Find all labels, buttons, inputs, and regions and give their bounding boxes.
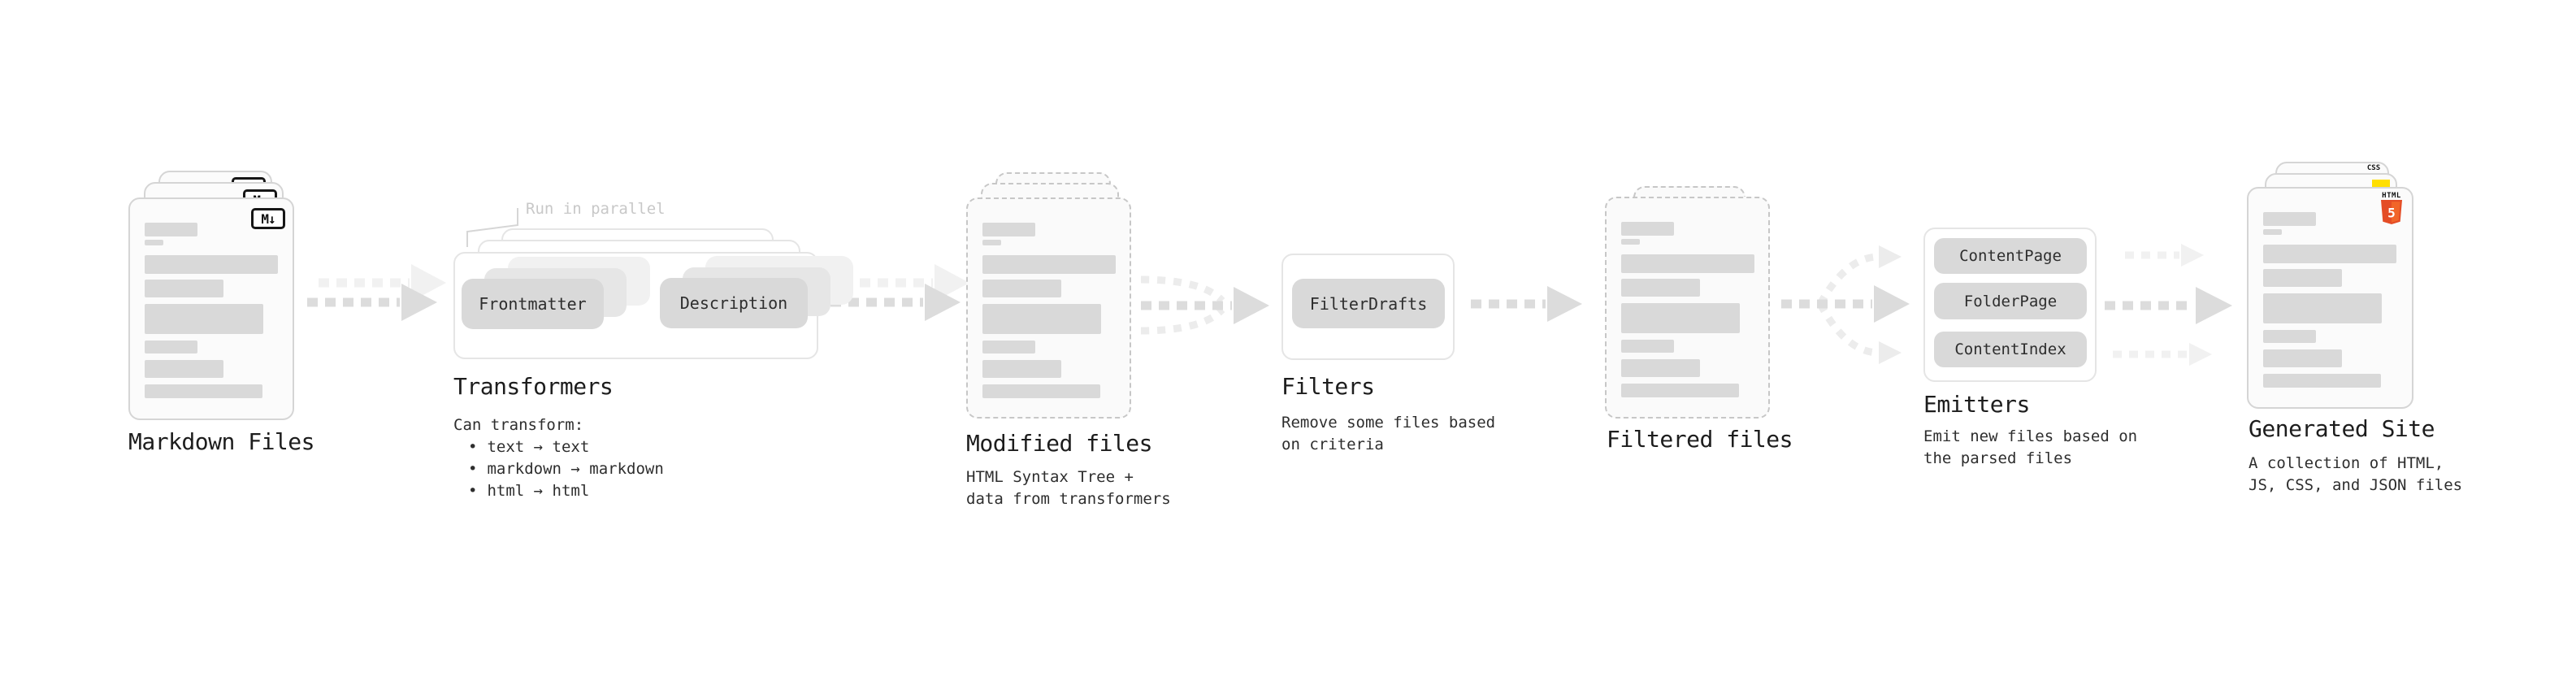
text-line-bar — [982, 240, 1001, 245]
text-line-bar — [1621, 384, 1739, 397]
text-line-bar — [1621, 359, 1700, 377]
filtered-document-front — [1605, 197, 1770, 419]
filters-description: Remove some files based on criteria — [1281, 412, 1495, 456]
bullet-item: • text → text — [453, 436, 664, 458]
flow-arrow-filters-to-filtered — [1471, 286, 1582, 322]
filterdrafts-pill-label: FilterDrafts — [1309, 293, 1428, 314]
desc-line: on criteria — [1281, 436, 1384, 453]
text-line-bar — [145, 360, 223, 378]
html5-icon: HTML 5 — [2380, 192, 2403, 228]
text-line-bar — [982, 384, 1100, 398]
bullet-dot: • — [468, 460, 478, 478]
text-line-bar — [2263, 212, 2316, 226]
markdown-icon: M↓ — [251, 208, 285, 229]
flow-arrow-filtered-to-emitters — [1781, 245, 1910, 364]
generated-site-description: A collection of HTML, JS, CSS, and JSON … — [2249, 453, 2462, 497]
desc-line: the parsed files — [1923, 449, 2073, 467]
bullet-text: html → html — [487, 482, 590, 500]
document-text-placeholder — [2249, 189, 2412, 407]
desc-line: A collection of HTML, — [2249, 454, 2444, 472]
html5-shield-number: 5 — [2387, 206, 2396, 221]
text-line-bar — [1621, 340, 1674, 353]
text-line-bar — [1621, 239, 1640, 245]
text-line-bar — [1621, 279, 1700, 297]
document-text-placeholder — [130, 199, 293, 419]
folderpage-pill-label: FolderPage — [1963, 292, 2058, 310]
text-line-bar — [145, 223, 197, 236]
bullet-dot: • — [468, 482, 478, 500]
text-line-bar — [1621, 222, 1674, 236]
frontmatter-pill-label: Frontmatter — [479, 294, 587, 314]
text-line-bar — [2263, 330, 2316, 343]
document-text-placeholder — [968, 199, 1130, 417]
desc-line: Emit new files based on — [1923, 427, 2138, 445]
contentpage-pill-label: ContentPage — [1959, 247, 2062, 265]
bullet-text: markdown → markdown — [487, 460, 664, 478]
html5-icon-label: HTML — [2382, 192, 2401, 200]
text-line-bar — [2263, 229, 2282, 235]
text-line-bar — [2263, 245, 2396, 263]
text-line-bar — [982, 360, 1061, 378]
run-in-parallel-connector-line — [466, 208, 518, 247]
flow-arrow-transformers-to-modified — [830, 264, 969, 321]
flow-arrow-modified-to-filters — [1140, 275, 1269, 335]
text-line-bar — [2263, 293, 2382, 323]
transformers-description: Can transform: • text → text • markdown → … — [453, 414, 664, 502]
markdown-document-front: M↓ — [128, 197, 294, 420]
css-icon-label: CSS — [2366, 164, 2381, 172]
description-pill-label: Description — [679, 293, 788, 313]
frontmatter-pill: Frontmatter — [462, 279, 604, 329]
stage-title-emitters: Emitters — [1923, 391, 2030, 418]
stage-title-generated-site: Generated Site — [2249, 415, 2435, 442]
text-line-bar — [145, 340, 197, 354]
text-line-bar — [982, 255, 1116, 274]
emitters-frame: ContentPage FolderPage ContentIndex — [1923, 228, 2097, 382]
stage-title-transformers: Transformers — [453, 373, 614, 400]
text-line-bar — [2263, 269, 2342, 287]
contentpage-pill: ContentPage — [1934, 238, 2087, 274]
markdown-icon-label: M↓ — [261, 210, 275, 227]
text-line-bar — [145, 280, 223, 297]
contentindex-pill: ContentIndex — [1934, 332, 2087, 367]
bullet-item: • html → html — [453, 480, 664, 502]
contentindex-pill-label: ContentIndex — [1954, 340, 2066, 358]
modified-document-front — [966, 197, 1131, 419]
text-line-bar — [1621, 254, 1754, 273]
stage-title-filters: Filters — [1281, 373, 1375, 400]
desc-line: Remove some files based — [1281, 414, 1496, 432]
generated-document-html: HTML 5 — [2247, 187, 2413, 409]
text-line-bar — [145, 255, 278, 274]
folderpage-pill: FolderPage — [1934, 283, 2087, 319]
description-pill: Description — [660, 278, 808, 328]
filters-frame: FilterDrafts — [1281, 254, 1455, 360]
text-line-bar — [2263, 374, 2381, 388]
filterdrafts-pill: FilterDrafts — [1292, 279, 1445, 328]
text-line-bar — [982, 340, 1035, 354]
text-line-bar — [982, 280, 1061, 297]
stage-title-filtered-files: Filtered files — [1607, 426, 1793, 453]
run-in-parallel-note: Run in parallel — [526, 200, 666, 218]
desc-line: HTML Syntax Tree + — [966, 468, 1134, 486]
document-text-placeholder — [1607, 198, 1768, 417]
text-line-bar — [2263, 349, 2342, 367]
desc-line: data from transformers — [966, 490, 1171, 508]
desc-heading: Can transform: — [453, 416, 584, 434]
emitters-description: Emit new files based on the parsed files — [1923, 426, 2137, 470]
text-line-bar — [145, 240, 163, 245]
bullet-item: • markdown → markdown — [453, 458, 664, 480]
text-line-bar — [145, 304, 263, 334]
text-line-bar — [1621, 303, 1740, 333]
modified-files-description: HTML Syntax Tree + data from transformer… — [966, 466, 1171, 510]
stage-title-modified-files: Modified files — [966, 430, 1153, 457]
text-line-bar — [982, 304, 1101, 334]
bullet-dot: • — [468, 438, 478, 456]
text-line-bar — [982, 223, 1035, 236]
html5-shield: 5 — [2381, 200, 2402, 224]
desc-line: JS, CSS, and JSON files — [2249, 476, 2463, 494]
flow-arrow-markdown-to-transformers — [307, 264, 446, 321]
stage-title-markdown-files: Markdown Files — [128, 428, 315, 455]
bullet-text: text → text — [487, 438, 590, 456]
flow-arrow-emitters-to-generated — [2105, 244, 2232, 366]
text-line-bar — [145, 384, 262, 398]
